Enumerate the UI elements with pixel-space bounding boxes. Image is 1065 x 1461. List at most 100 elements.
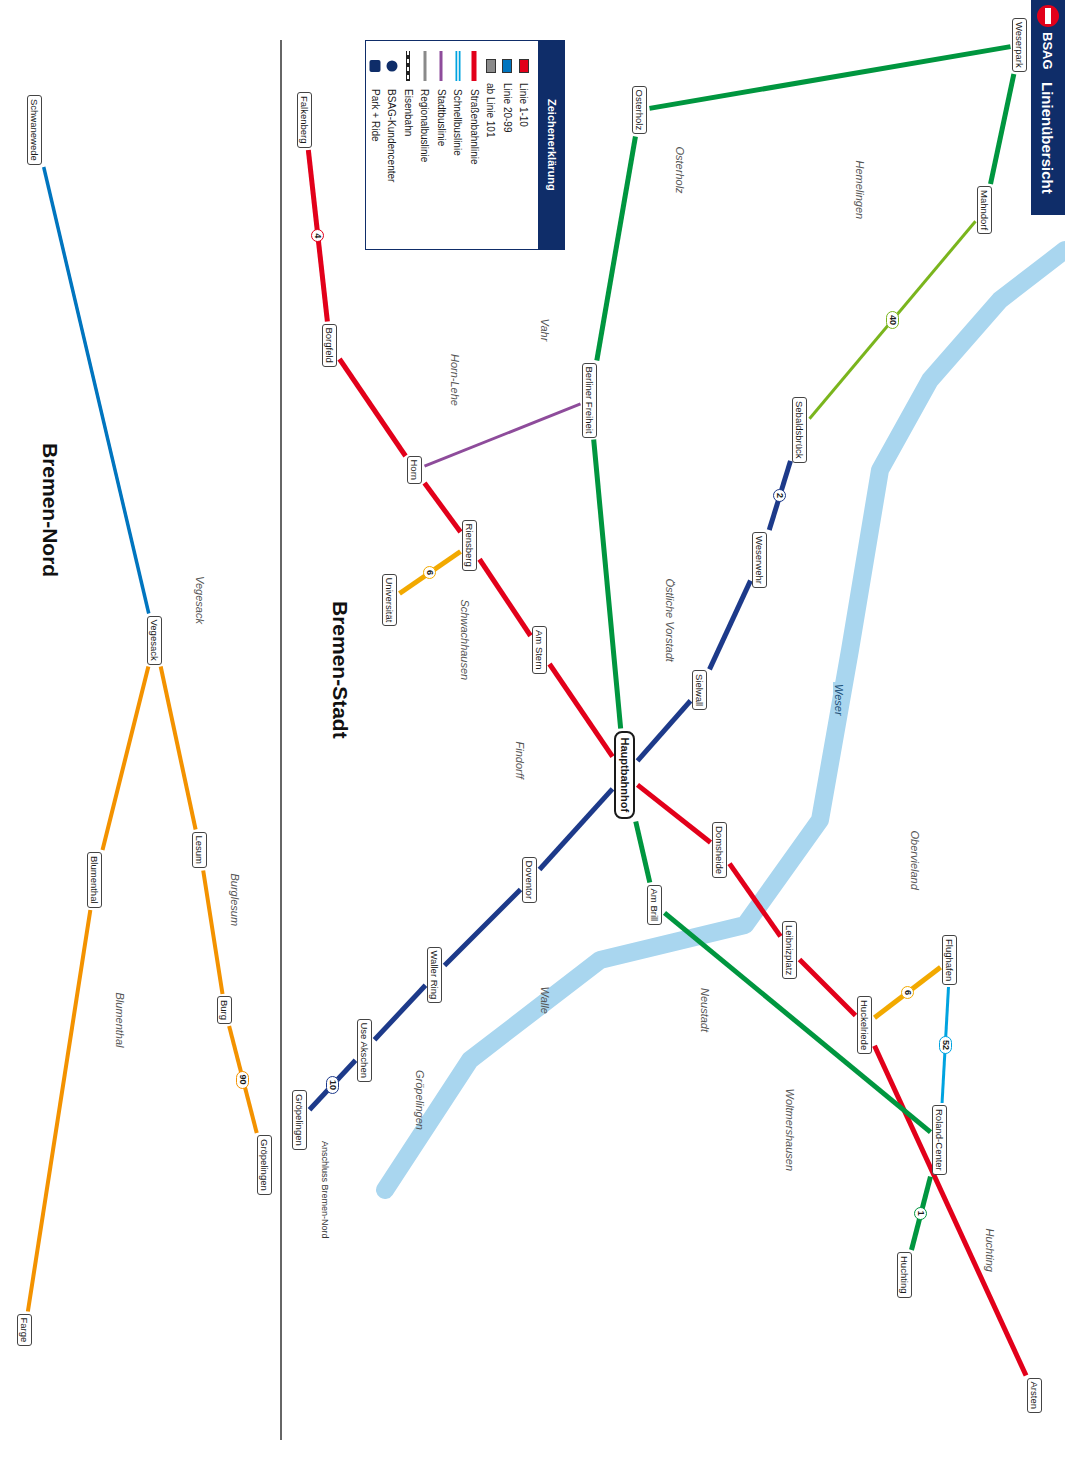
- station-box: Schwanewede: [27, 95, 42, 165]
- line-route: [340, 359, 406, 456]
- legend-text: Straßenbahnlinie: [469, 89, 480, 165]
- line-route: [425, 483, 461, 532]
- legend-text: Linie 1-10: [518, 83, 529, 127]
- line-route: [480, 559, 531, 636]
- station-box: Sielwall: [692, 670, 707, 710]
- brand-name: BSAG: [1041, 32, 1056, 70]
- station-name: Hauptbahnhof: [618, 738, 631, 813]
- station-name: Sebaldsbrück: [794, 401, 805, 459]
- line-route: [550, 664, 613, 757]
- station-name: Blumenthal: [89, 856, 100, 904]
- region-heading: Bremen-Nord: [38, 443, 62, 577]
- logo-bar: [1045, 8, 1051, 24]
- station-box: Horn: [407, 456, 422, 485]
- legend-text: Regionalbuslinie: [419, 89, 430, 162]
- legend-sample: [386, 49, 398, 83]
- station-box: Burg: [217, 996, 232, 1024]
- line-route: [638, 701, 691, 761]
- line-route: [665, 913, 931, 1132]
- line-route: [597, 137, 636, 361]
- district-name: Obervieland: [909, 831, 921, 890]
- district-name: Huchting: [984, 1229, 996, 1272]
- legend-swatch: [519, 59, 529, 73]
- line-route: [875, 1046, 1027, 1376]
- station-name: Horn: [409, 460, 420, 481]
- legend-text: Linie 20-99: [502, 83, 513, 132]
- station-name: Weserpark: [1014, 22, 1025, 68]
- legend-text: Park + Ride: [370, 89, 381, 142]
- line-number: 1: [914, 1207, 927, 1220]
- district-name: Vegesack: [194, 576, 206, 624]
- river-name: Weser: [833, 682, 845, 718]
- legend-row: Eisenbahn: [400, 49, 417, 243]
- station-name: Roland-Center: [934, 1109, 945, 1171]
- district-name: Osterholz: [674, 147, 686, 194]
- station-box: Am Brill: [647, 885, 662, 926]
- station-box: Leibnizplatz: [782, 921, 797, 979]
- district-name: Findorff: [514, 742, 526, 779]
- station-name: Mahndorf: [979, 190, 990, 230]
- line-route: [769, 461, 790, 530]
- legend-text: BSAG-Kundencenter: [386, 89, 397, 182]
- legend-row: Park + Ride: [367, 49, 384, 243]
- station-name: Doventor: [524, 861, 535, 900]
- legend-text: ab Linie 101: [485, 83, 496, 138]
- station-box: Weserwehr: [752, 532, 767, 588]
- station-name: Am Brill: [649, 889, 660, 922]
- legend-text: Schnellbuslinie: [452, 89, 463, 156]
- river-weser: [385, 250, 1065, 1190]
- legend-swatch: [486, 59, 496, 73]
- legend-row: Schnellbuslinie: [450, 49, 467, 243]
- legend-sample: [435, 49, 447, 83]
- line-route: [911, 1177, 930, 1250]
- station-name: Borgfeld: [324, 328, 335, 363]
- station-name: Weserwehr: [754, 536, 765, 584]
- station-box: Berliner Freiheit: [582, 363, 597, 438]
- title-band: [1031, 0, 1065, 215]
- station-box: Vegesack: [147, 616, 162, 665]
- station-box: Farge: [17, 1314, 32, 1347]
- legend-row: Linie 1-10: [516, 49, 533, 243]
- district-name: Walle: [539, 987, 551, 1014]
- line-number: 6: [423, 566, 436, 579]
- station-box: Borgfeld: [322, 324, 337, 367]
- line-route: [875, 967, 941, 1017]
- line-number: 40: [886, 311, 899, 329]
- legend-row: ab Linie 101: [483, 49, 500, 243]
- station-box: Arsten: [1027, 1378, 1042, 1413]
- line-number: 90: [236, 1071, 249, 1089]
- station-name: Burg: [219, 1000, 230, 1020]
- station-box: Flughafen: [942, 935, 957, 985]
- district-name: Vahr: [539, 319, 551, 342]
- legend-text: Stadtbuslinie: [436, 89, 447, 146]
- district-name: Hemelingen: [854, 161, 866, 220]
- station-name: Flughafen: [944, 939, 955, 981]
- line-number: 10: [326, 1076, 339, 1094]
- line-route: [710, 581, 751, 670]
- line-route: [540, 789, 613, 870]
- line-route: [636, 822, 650, 883]
- station-name: Riensberg: [464, 524, 475, 567]
- legend-row: Linie 20-99: [499, 49, 516, 243]
- line-route: [28, 910, 90, 1312]
- station-name: Use Akschen: [359, 1023, 370, 1078]
- station-name: Falkenberg: [299, 96, 310, 144]
- station-name: Domsheide: [714, 826, 725, 874]
- district-name: Blumenthal: [114, 993, 126, 1048]
- station-box: Domsheide: [712, 822, 727, 878]
- legend-row: Stadtbuslinie: [433, 49, 450, 243]
- station-box: Roland-Center: [932, 1105, 947, 1175]
- legend-text: Eisenbahn: [403, 89, 414, 136]
- station-name: Arsten: [1029, 1382, 1040, 1409]
- line-route: [800, 960, 856, 1016]
- legend-heading: Zeichenerklärung: [546, 99, 558, 191]
- station-name: Waller Ring: [429, 951, 440, 1000]
- line-route: [650, 47, 1011, 109]
- line-route: [308, 150, 327, 322]
- station-box: Weserpark: [1012, 18, 1027, 72]
- station-name: Lesum: [194, 836, 205, 865]
- line-number: 2: [773, 489, 786, 502]
- line-number: 6: [901, 986, 914, 999]
- district-name: Schwachhausen: [459, 600, 471, 681]
